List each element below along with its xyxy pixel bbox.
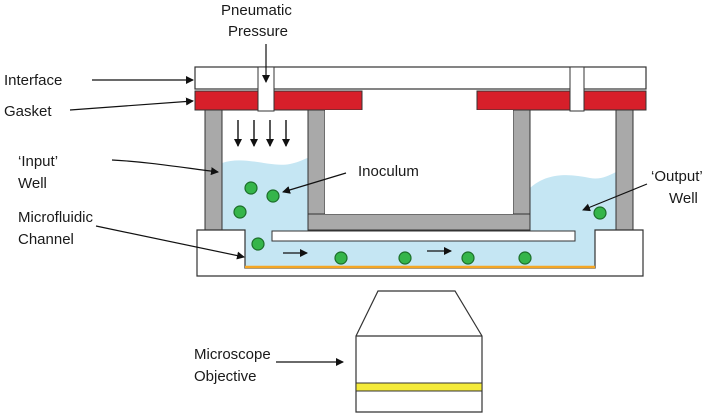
label-objective: Objective [194,368,257,385]
pillar-3 [512,109,531,231]
port-right [569,66,585,112]
label-pneumatic: Pneumatic [221,2,292,19]
gasket-arrow [69,97,194,111]
cell [251,237,265,251]
cell [593,206,607,220]
label-output-well-2: Well [669,190,698,207]
objective-lens-band [355,382,483,392]
pillar-4 [615,109,634,231]
label-channel: Channel [18,231,74,248]
base-substrate [196,229,644,277]
pressure-arrows [234,120,290,147]
gasket-left-a [194,90,259,111]
gasket-left-b [273,90,363,111]
input-well-liquid [222,158,308,230]
label-microscope: Microscope [194,346,271,363]
label-pressure: Pressure [228,23,288,40]
cell [461,251,475,265]
cell [233,205,247,219]
label-inoculum: Inoculum [358,163,419,180]
gasket-right-b [583,90,647,111]
label-output-well-1: ‘Output’ [651,168,703,185]
inoculum-arrow [282,172,347,194]
cells [233,181,607,265]
gasket-right-a [476,90,571,111]
label-leaders [69,44,648,366]
interface-plate [194,66,647,90]
output-well-arrow [582,183,648,212]
label-interface: Interface [4,72,62,89]
label-microfluidic: Microfluidic [18,209,94,226]
pillar-2 [307,109,326,231]
label-input-well-2: Well [18,175,47,192]
channel-insert [271,230,576,242]
cell [518,251,532,265]
output-well-liquid [530,172,616,230]
pillar-1 [204,109,223,231]
label-input-well-1: ‘Input’ [18,153,58,170]
microscope-objective [355,290,483,413]
cell [244,181,258,195]
input-well-arrow [111,159,219,176]
label-gasket: Gasket [4,103,52,120]
microfluidic-arrow [95,225,245,260]
flow-arrows [283,247,452,257]
central-chamber-floor [307,213,531,231]
cell [334,251,348,265]
cell [398,251,412,265]
cell [266,189,280,203]
